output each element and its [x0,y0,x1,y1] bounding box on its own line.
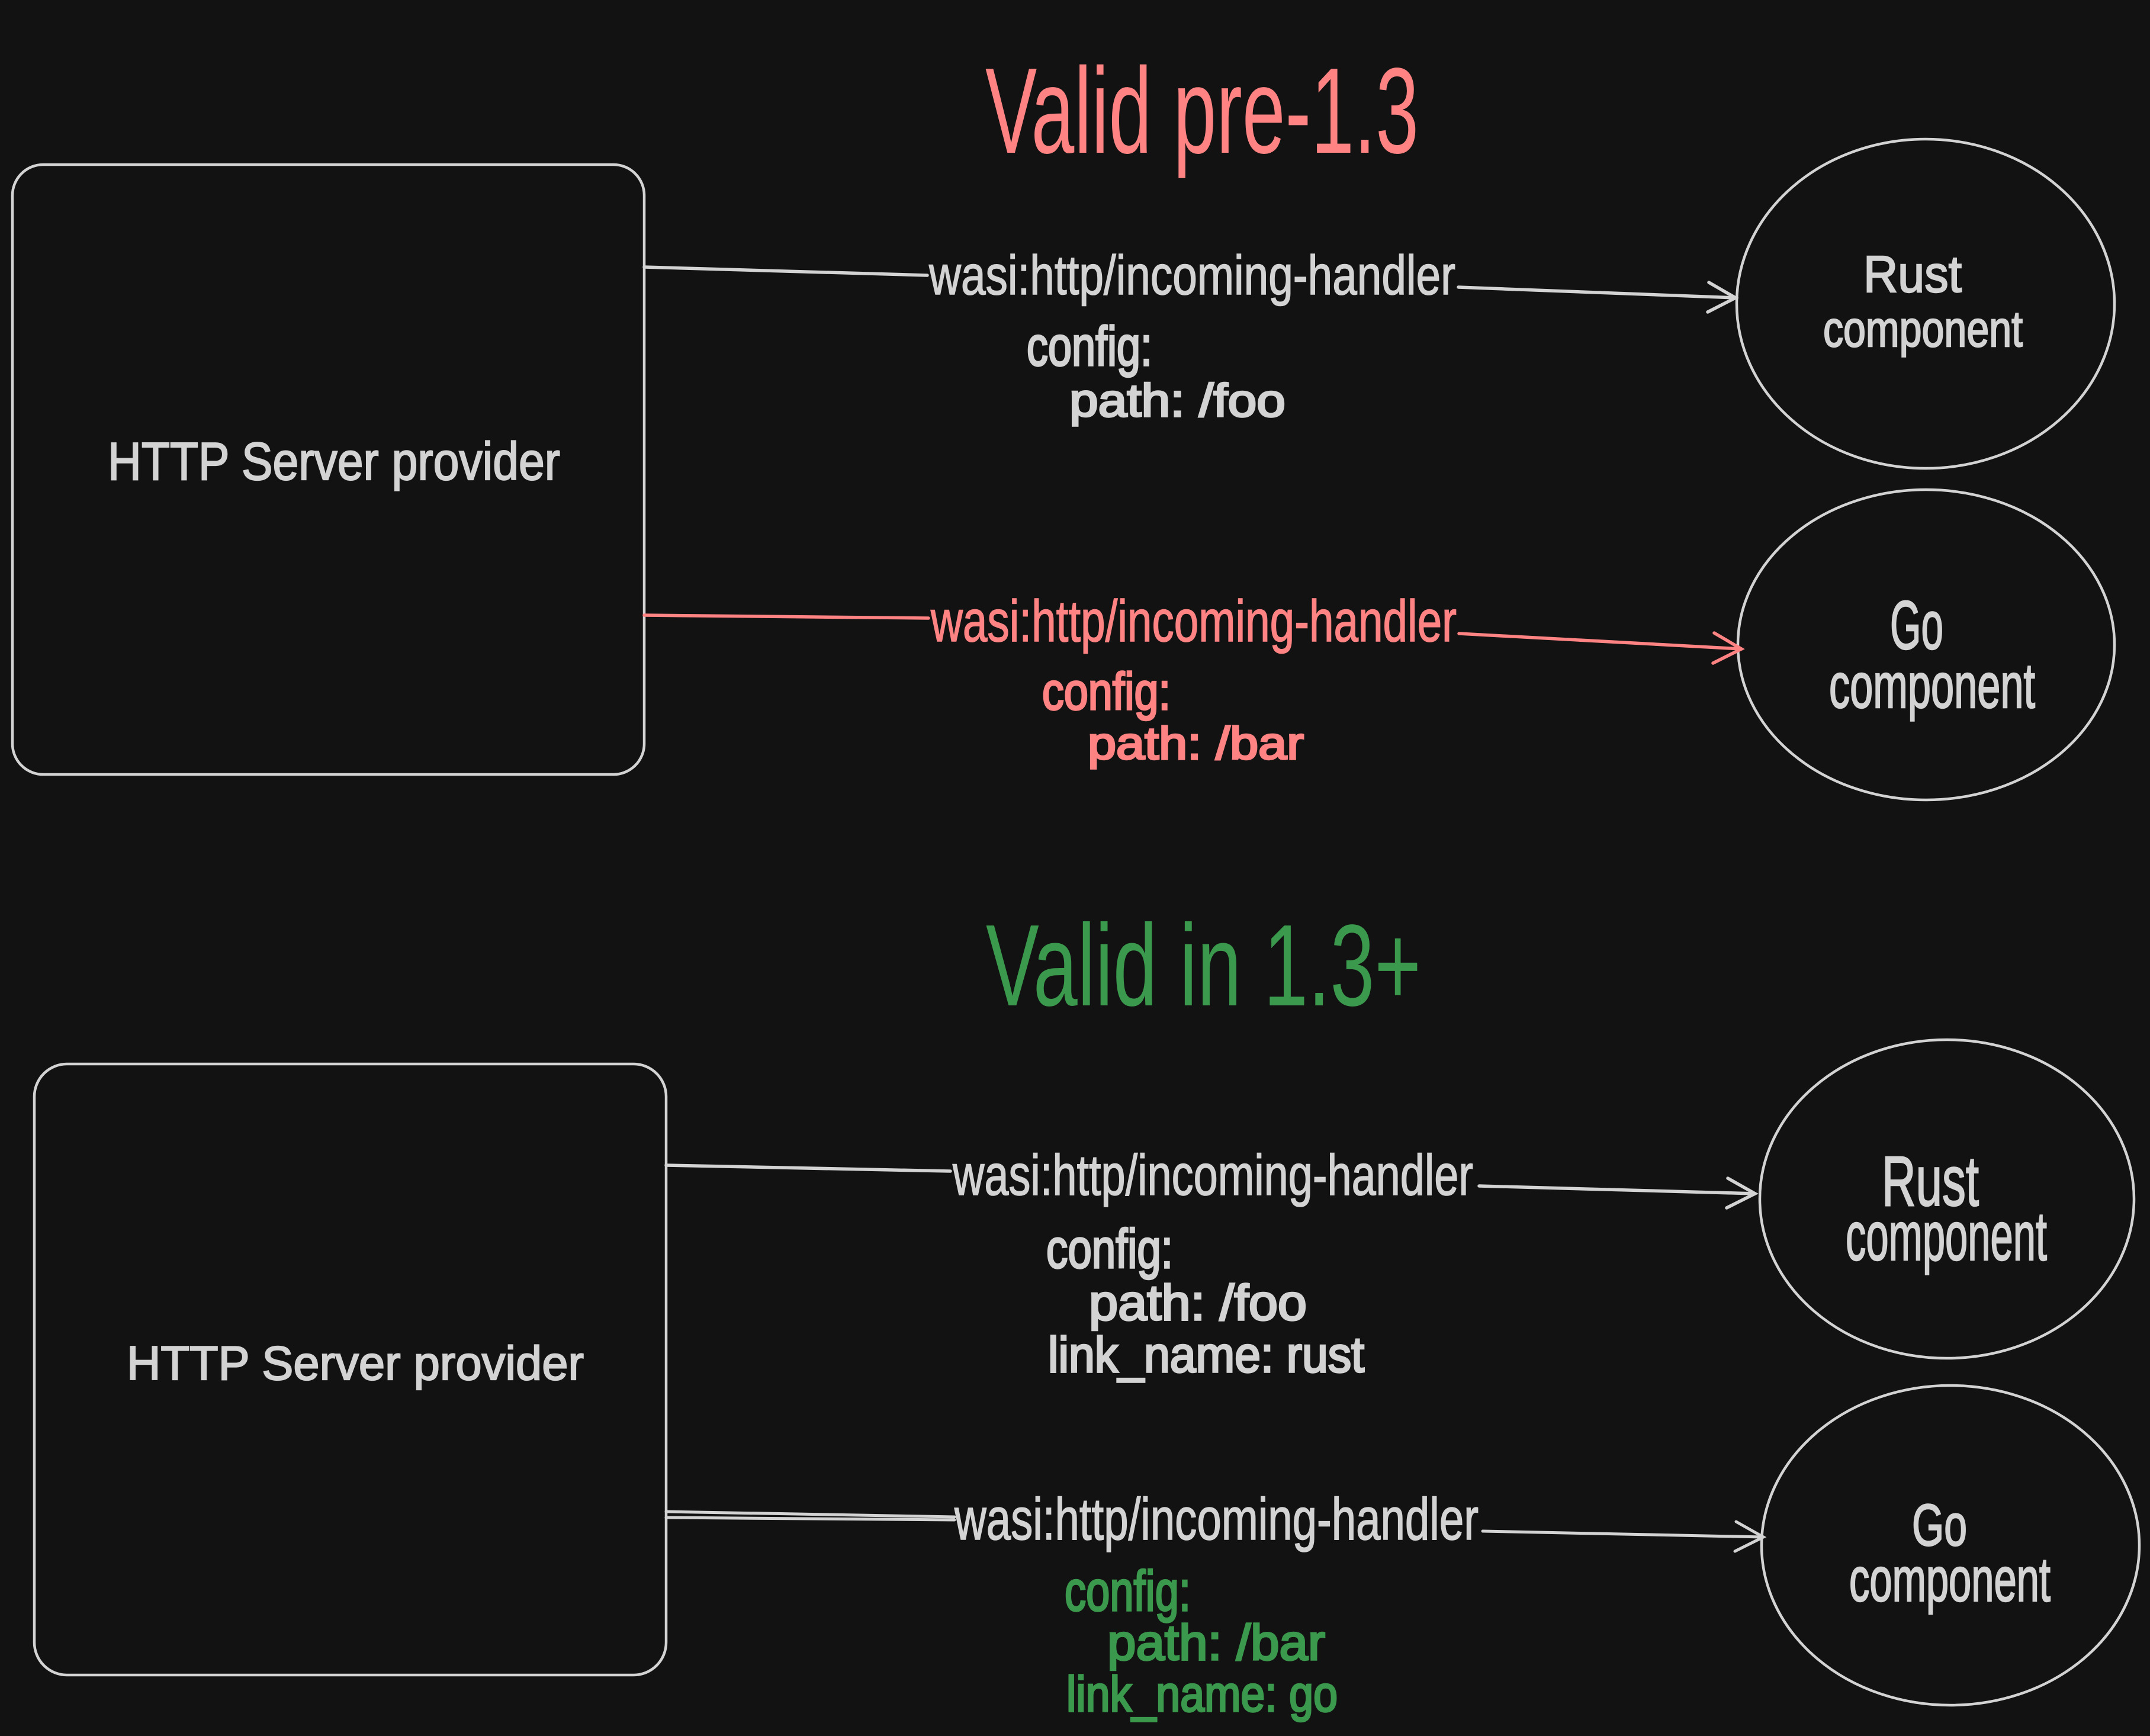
svg-text:HTTP Server provider: HTTP Server provider [127,1337,584,1390]
svg-text:config:: config: [1042,662,1171,721]
svg-text:component: component [1823,301,2023,358]
svg-text:wasi:http/incoming-handler: wasi:http/incoming-handler [930,588,1457,654]
svg-text:component: component [1829,650,2035,721]
svg-text:Rust: Rust [1863,246,1962,303]
svg-text:config:: config: [1065,1560,1191,1623]
svg-text:wasi:http/incoming-handler: wasi:http/incoming-handler [952,1143,1473,1207]
svg-text:wasi:http/incoming-handler: wasi:http/incoming-handler [954,1486,1479,1552]
svg-text:Go: Go [1890,587,1943,664]
svg-text:component: component [1849,1545,2051,1615]
svg-text:Valid pre-1.3: Valid pre-1.3 [985,43,1419,179]
svg-text:path: /foo: path: /foo [1089,1275,1307,1330]
svg-text:path: /foo: path: /foo [1069,374,1285,426]
svg-text:path: /bar: path: /bar [1088,718,1304,769]
svg-text:config:: config: [1027,315,1152,377]
svg-text:link_name: go: link_name: go [1066,1666,1338,1722]
svg-text:Valid in 1.3+: Valid in 1.3+ [986,901,1421,1030]
svg-text:Rust: Rust [1882,1142,1979,1221]
svg-text:component: component [1846,1197,2047,1275]
svg-text:wasi:http/incoming-handler: wasi:http/incoming-handler [928,244,1455,306]
svg-text:path: /bar: path: /bar [1107,1615,1325,1670]
svg-text:config:: config: [1046,1218,1173,1280]
svg-text:HTTP Server provider: HTTP Server provider [108,432,560,491]
svg-text:Go: Go [1912,1492,1967,1558]
svg-text:link_name: rust: link_name: rust [1048,1327,1364,1383]
